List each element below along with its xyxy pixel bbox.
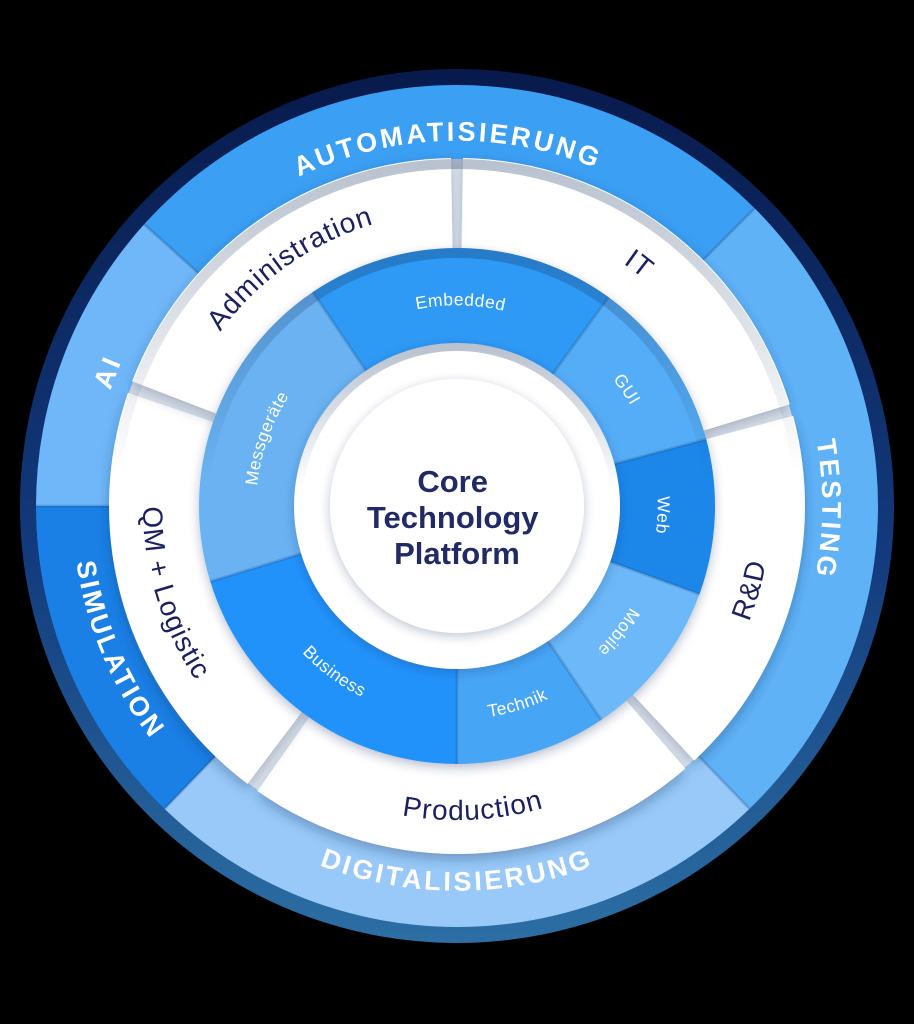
outer-segment-ai bbox=[36, 224, 202, 507]
middle-ring bbox=[108, 158, 805, 854]
inner-segment-seam bbox=[544, 636, 603, 721]
center-hub-top-shade bbox=[294, 343, 620, 669]
center-title: Core Technology Platform bbox=[367, 464, 547, 571]
inner-segment-web bbox=[605, 439, 716, 595]
outer-ring-seams bbox=[36, 207, 756, 810]
middle-segment-it bbox=[461, 158, 790, 432]
center-title-line-2: Technology bbox=[367, 500, 539, 535]
outer-segment-seam bbox=[163, 752, 220, 810]
inner-ring-top-shade bbox=[199, 248, 715, 764]
inner-segment-mobile bbox=[545, 560, 700, 720]
inner-segment-seam bbox=[604, 558, 700, 596]
outer-segment-testing bbox=[695, 208, 878, 809]
inner-ring bbox=[198, 247, 716, 764]
outer-segment-simulation bbox=[36, 506, 219, 809]
inner-segment-gui bbox=[549, 297, 707, 466]
middle-segment-qm-logistic bbox=[108, 392, 303, 784]
inner-segment-embedded bbox=[312, 247, 609, 379]
center-title-line-3: Platform bbox=[394, 536, 520, 571]
outer-segment-digitalisierung bbox=[164, 753, 750, 927]
outer-segment-seam bbox=[694, 752, 751, 810]
middle-segment-administration bbox=[132, 158, 453, 415]
inner-label-text-web: Web bbox=[652, 496, 673, 535]
inner-segment-business bbox=[210, 552, 457, 764]
inner-segment-seam bbox=[209, 550, 307, 583]
inner-ring-seams bbox=[209, 291, 707, 764]
center-title-line-1: Core bbox=[417, 464, 488, 499]
middle-ring-top-shade bbox=[110, 159, 804, 853]
inner-segment-seam bbox=[311, 291, 370, 376]
middle-segment-r-d bbox=[631, 415, 805, 761]
center-hub-inner-circle bbox=[330, 379, 584, 633]
inner-segment-seam bbox=[548, 296, 610, 380]
outer-segment-seam bbox=[143, 223, 203, 277]
middle-segment-production bbox=[257, 699, 686, 854]
inner-segment-seam bbox=[609, 437, 707, 467]
outer-ring bbox=[36, 85, 878, 927]
inner-label-web: Web bbox=[652, 496, 674, 535]
outer-segment-seam bbox=[699, 207, 756, 264]
outer-segment-automatisierung bbox=[144, 85, 755, 276]
